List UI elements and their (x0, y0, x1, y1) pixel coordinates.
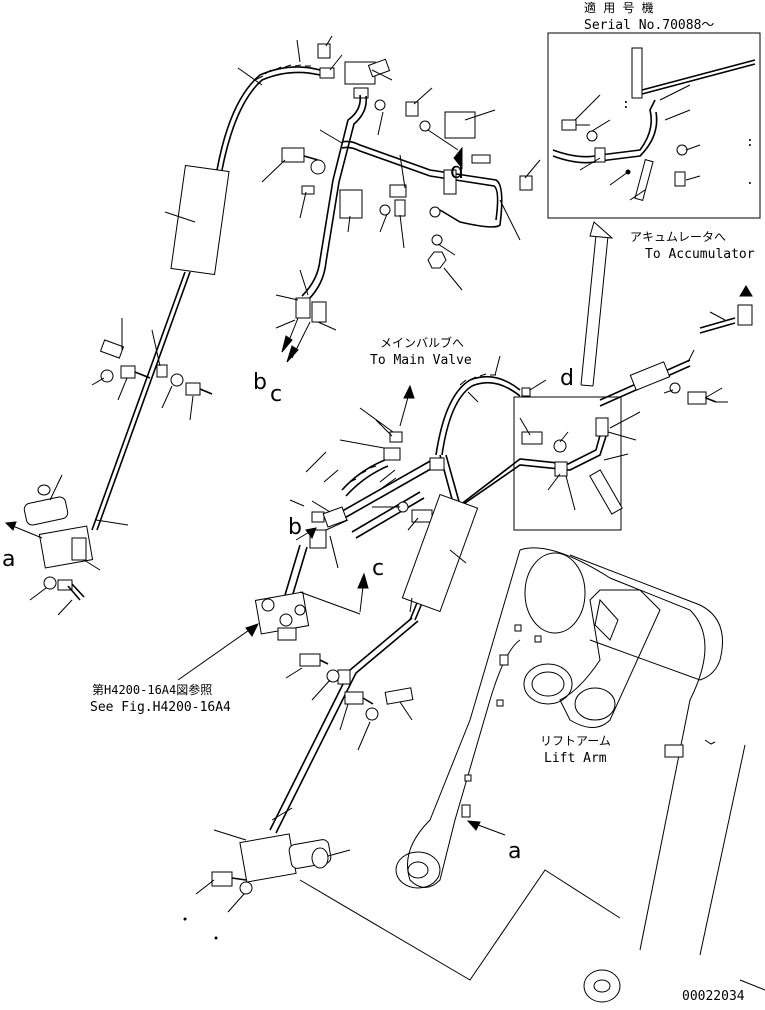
to-accumulator-en: To Accumulator (645, 247, 755, 262)
center-valve-group (177, 407, 479, 940)
marker-c-top: c (270, 382, 282, 407)
text-labels: アキュムレータへ To Accumulator メインバルブへ To Main … (2, 159, 755, 1004)
drawing-number: 00022034 (682, 989, 745, 1004)
marker-d-mid: d (560, 366, 574, 391)
marker-b-top: b (253, 370, 267, 395)
lift-arm (299, 547, 765, 1003)
see-fig-jp: 第H4200-16A4図参照 (92, 682, 212, 697)
marker-a-left: a (2, 547, 15, 572)
svg-text::: : (622, 97, 630, 112)
inset-serial: Serial No.70088～ (584, 18, 714, 33)
inset-pointer-arrow (580, 221, 614, 387)
inset-title: 適 用 号 機 (584, 0, 654, 15)
marker-c-mid: c (372, 556, 384, 581)
svg-text:.: . (746, 173, 754, 188)
lift-arm-jp: リフトアーム (540, 734, 611, 748)
see-fig-en: See Fig.H4200-16A4 (90, 700, 231, 715)
top-center-fittings (261, 35, 541, 363)
left-hose-assembly (4, 39, 321, 616)
to-main-valve-jp: メインバルブへ (380, 335, 464, 350)
middle-hose-assembly (399, 285, 753, 531)
lift-arm-en: Lift Arm (544, 751, 607, 766)
marker-a-right: a (508, 839, 521, 864)
to-main-valve-en: To Main Valve (370, 353, 472, 368)
serial-inset: 適 用 号 機 Serial No.70088～ : : . (547, 0, 761, 219)
to-accumulator-jp: アキュムレータへ (630, 230, 726, 244)
marker-d-top: d (450, 159, 464, 184)
svg-text::: : (746, 135, 754, 150)
marker-b-mid: b (288, 515, 302, 540)
